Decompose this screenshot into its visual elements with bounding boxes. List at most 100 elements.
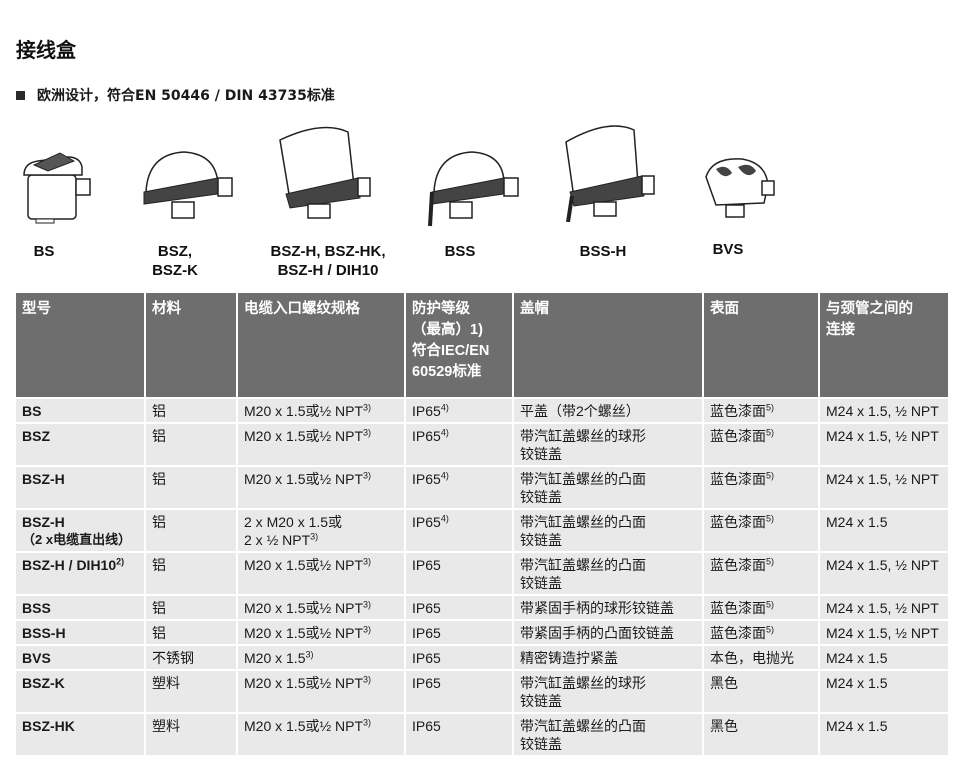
flat-cover-head-icon	[23, 152, 91, 224]
cell-cap: 带汽缸盖螺丝的凸面 铰链盖	[514, 551, 704, 594]
product-bs: BS	[14, 135, 104, 275]
cell-ip: IP654)	[406, 397, 514, 422]
cell-thread: M20 x 1.5或½ NPT3)	[238, 465, 406, 508]
cell-material: 塑料	[146, 669, 238, 712]
cell-surface: 蓝色漆面5)	[704, 508, 820, 551]
cell-cap: 带汽缸盖螺丝的凸面 铰链盖	[514, 712, 704, 755]
cell-thread: M20 x 1.5或½ NPT3)	[238, 669, 406, 712]
cell-ip: IP654)	[406, 508, 514, 551]
cell-cap: 带汽缸盖螺丝的球形 铰链盖	[514, 669, 704, 712]
cell-model: BSS	[16, 594, 146, 619]
product-label: BSS-H	[579, 243, 627, 260]
cell-surface: 本色，电抛光	[704, 644, 820, 669]
product-label: BS	[33, 243, 55, 260]
cell-connection: M24 x 1.5, ½ NPT	[820, 397, 948, 422]
cell-surface: 蓝色漆面5)	[704, 551, 820, 594]
cell-cap: 平盖（带2个螺丝）	[514, 397, 704, 422]
cell-surface: 蓝色漆面5)	[704, 465, 820, 508]
cell-material: 铝	[146, 551, 238, 594]
product-bsz-h: BSZ-H, BSZ-HK, BSZ-H / DIH10	[258, 120, 398, 282]
cell-surface: 蓝色漆面5)	[704, 422, 820, 465]
cell-thread: M20 x 1.5或½ NPT3)	[238, 397, 406, 422]
cell-material: 铝	[146, 465, 238, 508]
cell-ip: IP65	[406, 619, 514, 644]
product-bss: BSS	[420, 148, 520, 288]
product-label: BSZ-H, BSZ-HK, BSZ-H / DIH10	[270, 243, 386, 279]
cell-model: BVS	[16, 644, 146, 669]
header-cap: 盖帽	[514, 293, 704, 397]
cell-connection: M24 x 1.5	[820, 712, 948, 755]
product-bvs: BVS	[698, 155, 778, 265]
header-thread: 电缆入口螺纹规格	[238, 293, 406, 397]
cell-model: BSZ-H（2 x电缆直出线）	[16, 508, 146, 551]
cell-connection: M24 x 1.5, ½ NPT	[820, 594, 948, 619]
product-label: BSS	[444, 243, 476, 260]
product-label: BVS	[712, 241, 744, 258]
cell-ip: IP65	[406, 644, 514, 669]
cell-connection: M24 x 1.5, ½ NPT	[820, 465, 948, 508]
cell-ip: IP654)	[406, 422, 514, 465]
header-surface: 表面	[704, 293, 820, 397]
tall-cover-lever-head-icon	[565, 125, 655, 222]
cell-model: BSZ-K	[16, 669, 146, 712]
cell-material: 铝	[146, 594, 238, 619]
ball-cover-lever-head-icon	[428, 151, 519, 227]
cell-material: 铝	[146, 619, 238, 644]
cell-connection: M24 x 1.5, ½ NPT	[820, 551, 948, 594]
header-ip: 防护等级 （最高）1) 符合IEC/EN 60529标准	[406, 293, 514, 397]
cell-thread: M20 x 1.53)	[238, 644, 406, 669]
cell-cap: 带紧固手柄的凸面铰链盖	[514, 619, 704, 644]
cell-surface: 蓝色漆面5)	[704, 619, 820, 644]
cell-surface: 黑色	[704, 712, 820, 755]
product-bsz: BSZ, BSZ-K	[130, 148, 240, 288]
cell-ip: IP654)	[406, 465, 514, 508]
cell-material: 铝	[146, 508, 238, 551]
product-bss-h: BSS-H	[548, 118, 668, 278]
cell-material: 塑料	[146, 712, 238, 755]
cell-cap: 带紧固手柄的球形铰链盖	[514, 594, 704, 619]
header-material: 材料	[146, 293, 238, 397]
cell-surface: 蓝色漆面5)	[704, 397, 820, 422]
cell-connection: M24 x 1.5	[820, 644, 948, 669]
cell-model: BS	[16, 397, 146, 422]
stainless-head-icon	[705, 158, 775, 218]
cell-connection: M24 x 1.5	[820, 508, 948, 551]
header-connection: 与颈管之间的 连接	[820, 293, 948, 397]
square-bullet-icon	[16, 90, 25, 100]
cell-connection: M24 x 1.5, ½ NPT	[820, 619, 948, 644]
product-label: BSZ, BSZ-K	[152, 243, 198, 279]
cell-thread: M20 x 1.5或½ NPT3)	[238, 551, 406, 594]
page-title: 接线盒	[16, 38, 76, 62]
cell-ip: IP65	[406, 712, 514, 755]
section-subtitle: 欧洲设计，符合EN 50446 / DIN 43735标准	[16, 85, 335, 105]
cell-surface: 黑色	[704, 669, 820, 712]
cell-model: BSZ-H / DIH102)	[16, 551, 146, 594]
cell-ip: IP65	[406, 669, 514, 712]
cell-ip: IP65	[406, 551, 514, 594]
ball-cover-head-icon	[143, 151, 233, 219]
cell-cap: 精密铸造拧紧盖	[514, 644, 704, 669]
cell-cap: 带汽缸盖螺丝的凸面 铰链盖	[514, 508, 704, 551]
cell-material: 铝	[146, 422, 238, 465]
cell-connection: M24 x 1.5	[820, 669, 948, 712]
tall-cover-head-icon	[279, 126, 371, 219]
cell-cap: 带汽缸盖螺丝的球形 铰链盖	[514, 422, 704, 465]
subtitle-text: 欧洲设计，符合EN 50446 / DIN 43735标准	[37, 88, 335, 104]
cell-connection: M24 x 1.5, ½ NPT	[820, 422, 948, 465]
table-header-row: 型号 材料 电缆入口螺纹规格 防护等级 （最高）1) 符合IEC/EN 6052…	[16, 293, 948, 397]
cell-thread: 2 x M20 x 1.5或 2 x ½ NPT3)	[238, 508, 406, 551]
header-model: 型号	[16, 293, 146, 397]
cell-surface: 蓝色漆面5)	[704, 594, 820, 619]
cell-thread: M20 x 1.5或½ NPT3)	[238, 619, 406, 644]
cell-material: 不锈钢	[146, 644, 238, 669]
cell-model: BSZ-H	[16, 465, 146, 508]
cell-thread: M20 x 1.5或½ NPT3)	[238, 712, 406, 755]
